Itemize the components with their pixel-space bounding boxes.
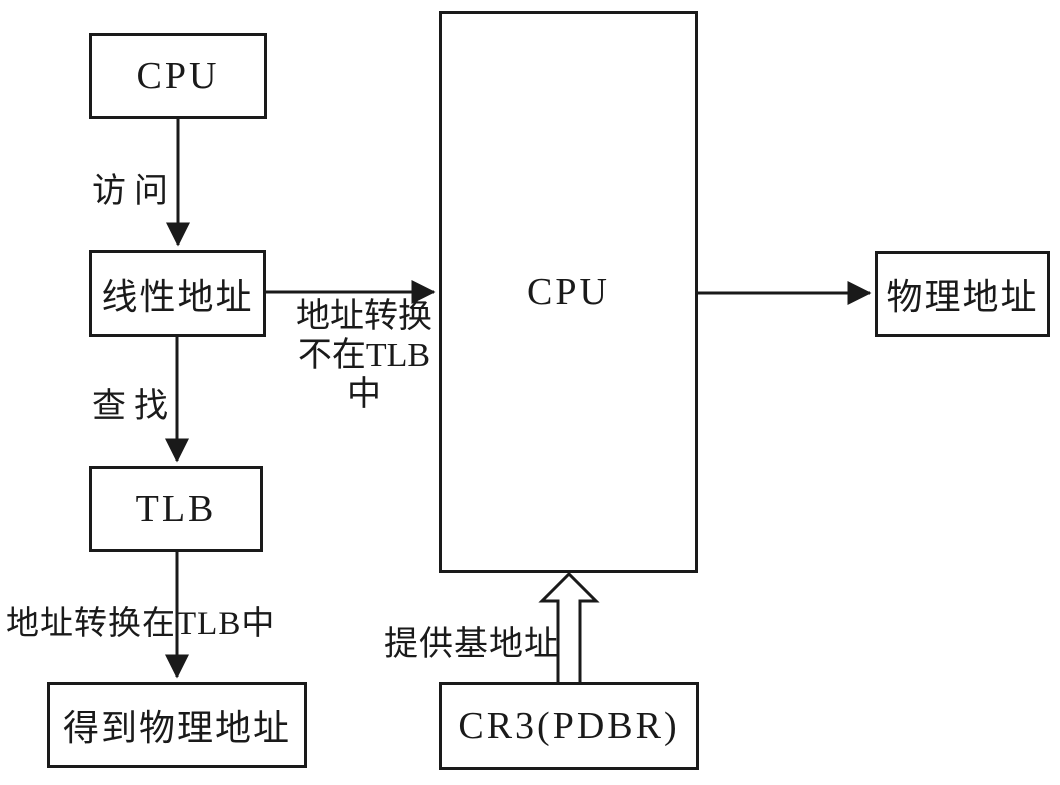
node-cpu-translator: CPU [439,11,698,573]
edge-label-visit: 访问 [92,173,176,210]
node-linear-address: 线性地址 [89,250,266,337]
edge-label-translation-not-in-tlb: 地址转换 不在TLB中 [281,297,447,414]
node-physical-address: 物理地址 [875,251,1050,337]
node-tlb-label: TLB [135,488,217,530]
edge-label-translation-not-in-tlb-line1: 地址转换 [296,298,432,335]
node-cpu-translator-label: CPU [527,271,610,313]
node-cr3-register-label: CR3(PDBR) [458,705,680,747]
node-cpu-source-label: CPU [136,55,220,97]
edge-label-translation-not-in-tlb-line2: 不在TLB中 [297,337,431,413]
node-physical-address-label: 物理地址 [886,277,1039,317]
node-physical-address-result-label: 得到物理地址 [62,708,291,748]
node-cr3-register: CR3(PDBR) [439,682,699,770]
node-physical-address-result: 得到物理地址 [47,682,307,768]
node-tlb: TLB [89,466,263,552]
node-linear-address-label: 线性地址 [101,276,254,317]
edge-label-translation-in-tlb: 地址转换在TLB中 [6,606,276,642]
node-cpu-source: CPU [89,33,267,119]
edge-label-lookup: 查找 [92,388,176,425]
edge-label-provide-base-address: 提供基地址 [384,626,559,663]
hollow-arrow-cr3-to-cpu [538,571,600,686]
